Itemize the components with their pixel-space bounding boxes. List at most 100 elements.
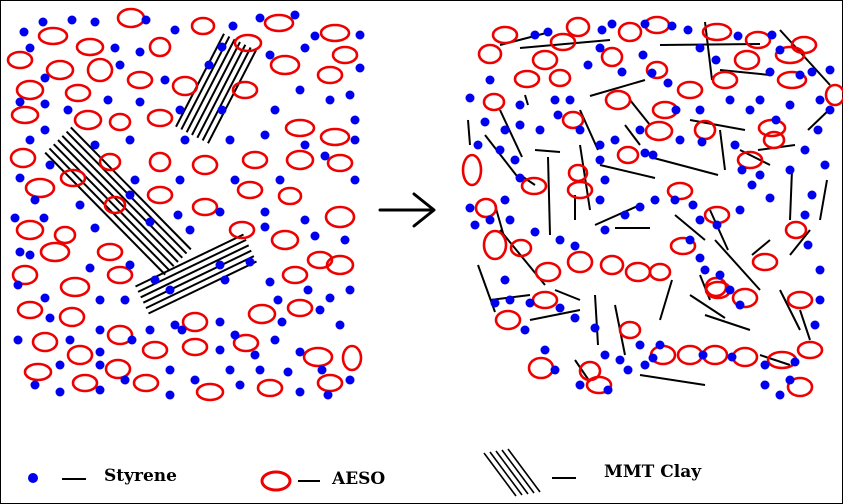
styrene-dot	[500, 275, 510, 285]
styrene-dot	[170, 25, 180, 35]
styrene-dot	[595, 43, 605, 53]
styrene-dot	[671, 105, 681, 115]
aeso-ellipse	[701, 22, 733, 42]
styrene-dot	[485, 75, 495, 85]
aeso-ellipse	[744, 30, 772, 50]
styrene-dot	[807, 190, 817, 200]
clay-platelet	[524, 94, 529, 106]
clay-layer	[191, 41, 241, 136]
styrene-dot	[95, 360, 105, 370]
aeso-ellipse	[270, 229, 300, 251]
styrene-dot	[245, 257, 255, 267]
styrene-dot	[697, 137, 707, 147]
aeso-ellipse	[824, 83, 843, 107]
aeso-ellipse	[578, 360, 602, 382]
aeso-ellipse	[281, 265, 309, 285]
styrene-dot	[170, 320, 180, 330]
styrene-dot	[790, 357, 800, 367]
styrene-dot	[95, 325, 105, 335]
aeso-ellipse	[676, 344, 704, 366]
aeso-ellipse	[106, 265, 134, 285]
clay-platelet	[554, 289, 581, 301]
aeso-ellipse	[645, 60, 669, 80]
styrene-dot	[310, 31, 320, 41]
aeso-ellipse	[277, 186, 303, 206]
aeso-ellipse	[474, 197, 498, 219]
styrene-dot	[110, 43, 120, 53]
styrene-dot	[725, 285, 735, 295]
styrene-dot	[465, 203, 475, 213]
aeso-ellipse	[599, 254, 625, 276]
styrene-dot	[815, 265, 825, 275]
styrene-dot	[795, 70, 805, 80]
styrene-dot	[230, 175, 240, 185]
aeso-ellipse	[256, 378, 284, 398]
styrene-dot	[810, 320, 820, 330]
aeso-ellipse	[527, 356, 555, 380]
styrene-dot	[515, 120, 525, 130]
styrene-dot	[317, 365, 327, 375]
clay-platelet	[789, 229, 811, 256]
clay-platelet	[484, 134, 521, 181]
styrene-dot	[300, 43, 310, 53]
styrene-dot	[320, 151, 330, 161]
aeso-label: AESO	[332, 469, 386, 489]
styrene-dot	[265, 50, 275, 60]
styrene-dot	[480, 117, 490, 127]
styrene-dot	[90, 223, 100, 233]
styrene-dot	[125, 260, 135, 270]
styrene-dot	[45, 160, 55, 170]
styrene-dot	[38, 17, 48, 27]
aeso-ellipse	[736, 150, 764, 170]
styrene-dot	[465, 93, 475, 103]
aeso-ellipse	[790, 35, 818, 55]
aeso-ellipse	[616, 145, 640, 165]
clay-platelet	[709, 209, 729, 251]
aeso-ellipse	[15, 79, 45, 101]
styrene-dot	[607, 19, 617, 29]
styrene-dot	[40, 99, 50, 109]
clay-platelet	[639, 374, 706, 386]
clay-platelet	[759, 354, 791, 366]
styrene-dot	[640, 19, 650, 29]
aeso-ellipse	[548, 68, 572, 88]
styrene-dot	[550, 365, 560, 375]
aeso-ellipse	[325, 254, 355, 276]
aeso-ellipse	[16, 300, 44, 320]
styrene-dot	[277, 317, 287, 327]
aeso-ellipse	[319, 127, 351, 147]
aeso-ellipse	[98, 152, 122, 172]
styrene-dot	[10, 213, 20, 223]
aeso-ellipse	[96, 242, 124, 262]
aeso-ellipse	[146, 108, 174, 128]
clay-platelet	[779, 29, 831, 86]
aeso-ellipse	[103, 195, 127, 215]
styrene-dot	[570, 241, 580, 251]
aeso-ellipse	[146, 185, 174, 205]
styrene-dot	[185, 225, 195, 235]
clay-platelet	[719, 129, 726, 171]
styrene-dot	[215, 317, 225, 327]
styrene-dot	[15, 173, 25, 183]
aeso-ellipse	[786, 376, 814, 398]
styrene-dot	[325, 95, 335, 105]
styrene-dot	[204, 60, 214, 70]
aeso-ellipse	[24, 177, 56, 199]
styrene-dot	[583, 60, 593, 70]
styrene-dot	[215, 345, 225, 355]
styrene-dot	[190, 375, 200, 385]
styrene-dot	[595, 140, 605, 150]
aeso-ellipse	[241, 150, 269, 170]
aeso-ellipse	[477, 43, 503, 65]
clay-platelet	[629, 99, 651, 126]
aeso-ellipse	[286, 298, 314, 318]
aeso-ellipse	[531, 290, 559, 310]
aeso-ellipse	[341, 344, 363, 372]
styrene-dot	[543, 27, 553, 37]
styrene-dot	[355, 63, 365, 73]
styrene-dot	[771, 115, 781, 125]
clay-layer	[145, 255, 255, 310]
clay-stack-icon	[483, 448, 541, 497]
styrene-dot	[90, 17, 100, 27]
clay-label: MMT Clay	[604, 462, 702, 482]
